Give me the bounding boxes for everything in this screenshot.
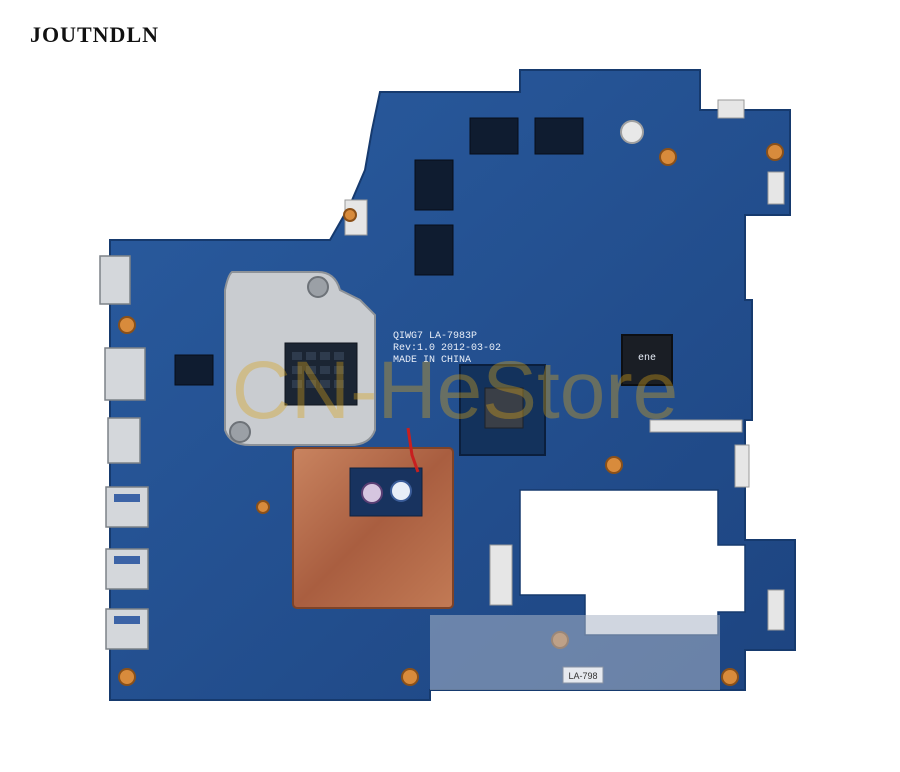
board-origin: MADE IN CHINA (393, 355, 471, 366)
screw-hole (229, 421, 251, 443)
ribbon-connector (649, 419, 743, 433)
small-connector (767, 171, 785, 205)
small-connector (489, 544, 513, 606)
small-connector (717, 99, 745, 119)
capacitor (390, 480, 412, 502)
bios-chip (534, 117, 584, 155)
bios-chip (469, 117, 519, 155)
dc-jack-port (99, 255, 131, 305)
sticker-label (562, 666, 604, 684)
memory-chip (414, 224, 454, 276)
red-wire (406, 427, 420, 473)
ic-chip (174, 354, 214, 386)
board-revision: Rev:1.0 2012-03-02 (393, 343, 501, 354)
small-connector (734, 444, 750, 488)
ec-chip (621, 334, 673, 386)
board-model: QIWG7 LA-7983P (393, 331, 477, 342)
screw-hole (307, 276, 329, 298)
capacitor (361, 482, 383, 504)
board-cutout (519, 489, 746, 636)
chipset-die (484, 387, 524, 429)
sticker-text: LA-798 (568, 671, 597, 681)
ethernet-port (104, 347, 146, 401)
memory-chip (414, 159, 454, 211)
ec-chip-logo: ene (638, 353, 656, 364)
store-watermark: CN-HeStore (232, 345, 679, 436)
usb-port (105, 608, 149, 650)
hdmi-port (107, 417, 141, 464)
usb-port (105, 486, 149, 528)
usb-port (105, 548, 149, 590)
mounting-hole (620, 120, 644, 144)
small-connector (767, 589, 785, 631)
brand-title: JOUTNDLN (30, 22, 160, 47)
